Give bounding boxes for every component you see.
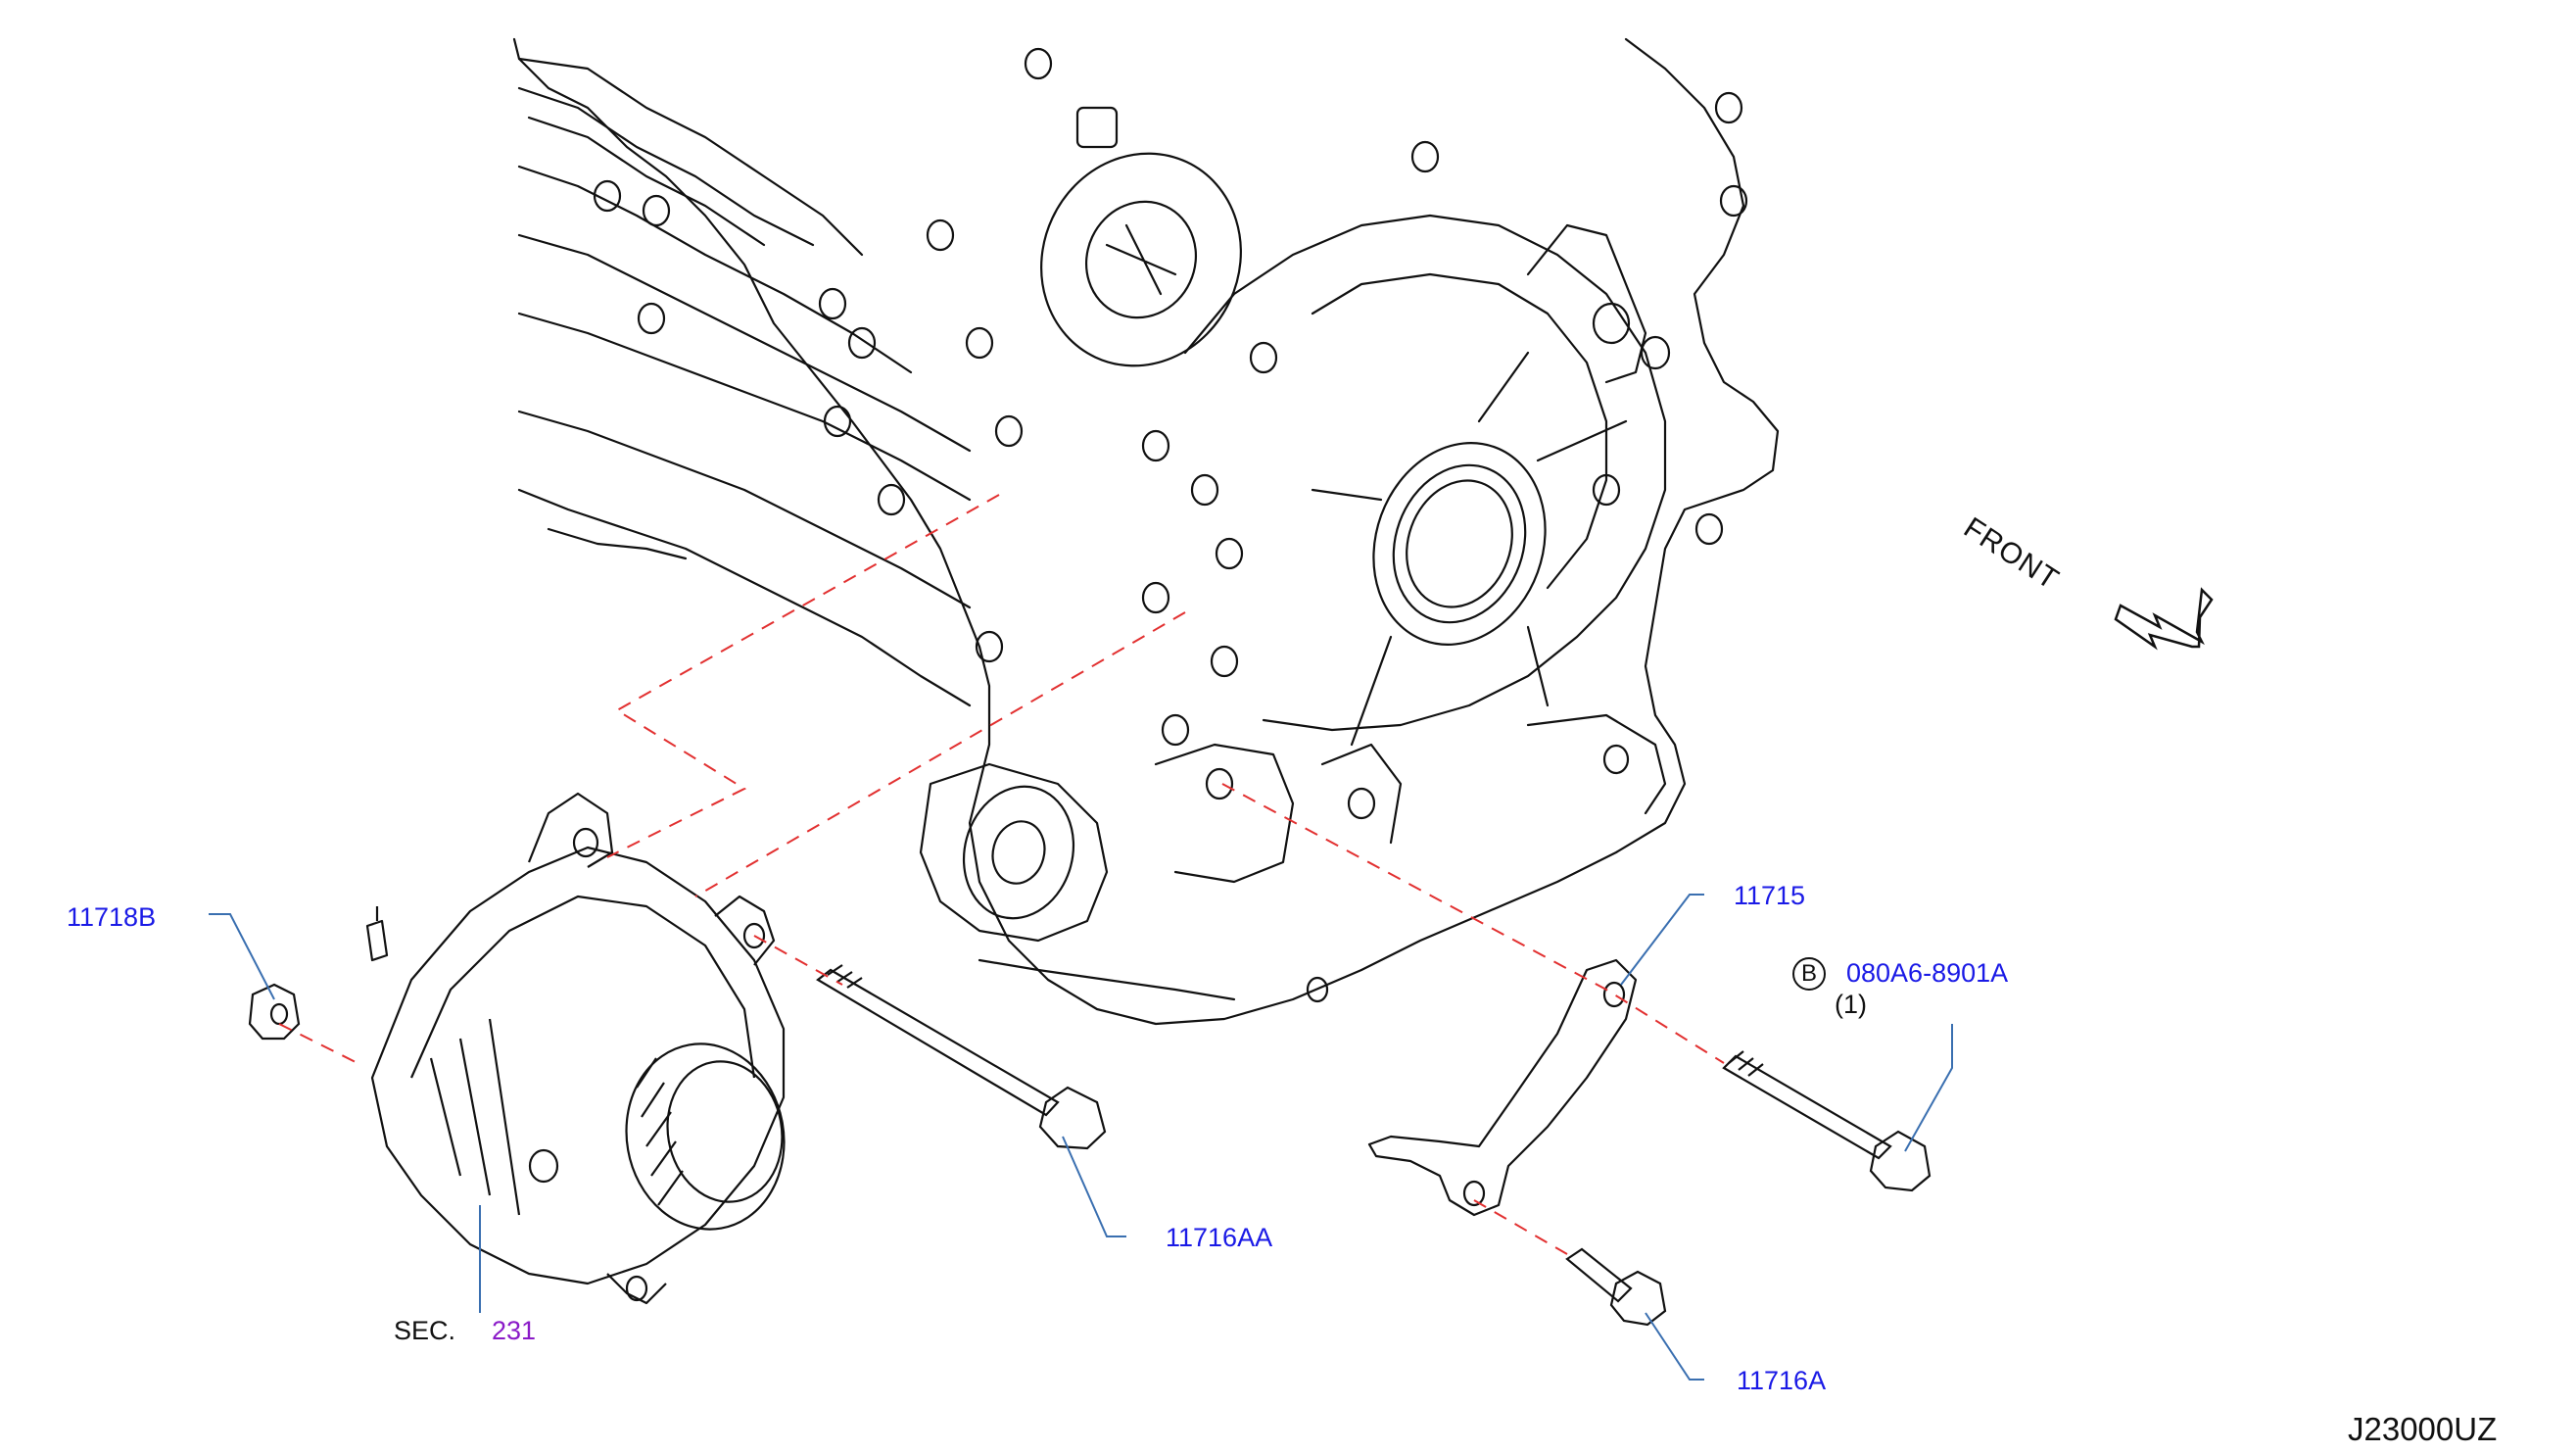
- leader-lines: [209, 894, 1953, 1381]
- section-ref-prefix: SEC.: [394, 1316, 456, 1345]
- section-ref-number[interactable]: 231: [492, 1316, 537, 1345]
- bolt-11716A: [1565, 1247, 1667, 1327]
- bolt-080A6-8901A: [1722, 1050, 1932, 1192]
- alignment-dashed-lines: [278, 494, 1725, 1255]
- part-label-11716AA[interactable]: 11716AA: [1166, 1223, 1273, 1252]
- engine-block: [512, 37, 1780, 1026]
- alternator: [365, 792, 786, 1305]
- circle-b-marker: B: [1792, 957, 1826, 991]
- part-label-080A6-8901A[interactable]: 080A6-8901A: [1846, 958, 2009, 988]
- bolt-11716AA: [816, 964, 1107, 1150]
- part-label-11716A[interactable]: 11716A: [1737, 1366, 1827, 1395]
- bracket-11715: [1367, 958, 1638, 1217]
- part-label-11715[interactable]: 11715: [1734, 881, 1806, 910]
- diagram-code: J23000UZ: [2348, 1411, 2498, 1447]
- quantity-label: (1): [1835, 990, 1867, 1019]
- front-direction-arrow-icon: [2114, 587, 2214, 651]
- nut-11718B: [248, 983, 301, 1041]
- part-label-11718B[interactable]: 11718B: [67, 902, 157, 932]
